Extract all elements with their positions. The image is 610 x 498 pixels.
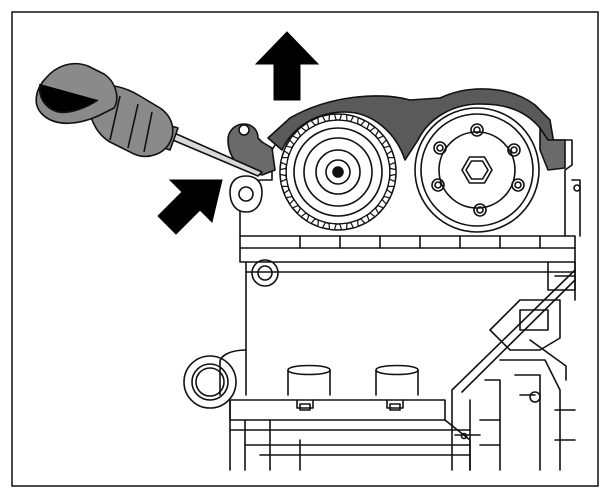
camshaft-sprocket-left bbox=[279, 113, 397, 231]
sprocket-tooth bbox=[377, 198, 387, 209]
sprocket-tooth bbox=[350, 219, 359, 229]
sprocket-tooth bbox=[360, 214, 370, 224]
sprocket-tooth bbox=[280, 178, 289, 187]
sprocket-tooth bbox=[279, 167, 287, 177]
sprocket-tooth bbox=[328, 222, 337, 231]
sprocket-tooth bbox=[350, 115, 359, 125]
tensioner-bracket bbox=[227, 123, 276, 213]
sprocket-tooth bbox=[306, 214, 316, 224]
timing-cover-shroud bbox=[267, 88, 566, 171]
sprocket-tooth bbox=[377, 135, 387, 146]
sprocket-teeth-left bbox=[279, 113, 397, 231]
sprocket-tooth bbox=[296, 126, 307, 137]
camshaft-sprocket-right bbox=[414, 107, 540, 233]
sprocket-tooth bbox=[360, 120, 370, 130]
sprocket-tooth bbox=[289, 198, 299, 209]
sprocket-tooth bbox=[306, 120, 316, 130]
sprocket-tooth bbox=[339, 222, 348, 231]
sprocket-tooth bbox=[387, 157, 396, 166]
sprocket-tooth bbox=[296, 207, 307, 218]
sprocket-tooth bbox=[339, 113, 348, 122]
sprocket-tooth bbox=[383, 145, 393, 155]
sprocket-tooth bbox=[289, 135, 299, 146]
engine-block bbox=[239, 235, 576, 396]
side-bracket bbox=[451, 269, 576, 471]
sprocket-tooth bbox=[317, 219, 326, 229]
screwdriver-icon bbox=[35, 62, 263, 177]
sprocket-tooth bbox=[328, 113, 337, 122]
sprocket-tooth bbox=[369, 207, 380, 218]
sprocket-tooth bbox=[280, 157, 289, 166]
lower-block bbox=[183, 349, 481, 471]
sprocket-tooth bbox=[389, 167, 397, 177]
sprocket-tooth bbox=[317, 115, 326, 125]
sprocket-tooth bbox=[387, 178, 396, 187]
sprocket-tooth bbox=[383, 189, 393, 199]
sprocket-tooth bbox=[369, 126, 380, 137]
sprocket-tooth bbox=[283, 145, 293, 155]
arrow-diagonal-icon bbox=[157, 179, 223, 235]
arrow-up-icon bbox=[254, 31, 320, 101]
sprocket-tooth bbox=[283, 189, 293, 199]
